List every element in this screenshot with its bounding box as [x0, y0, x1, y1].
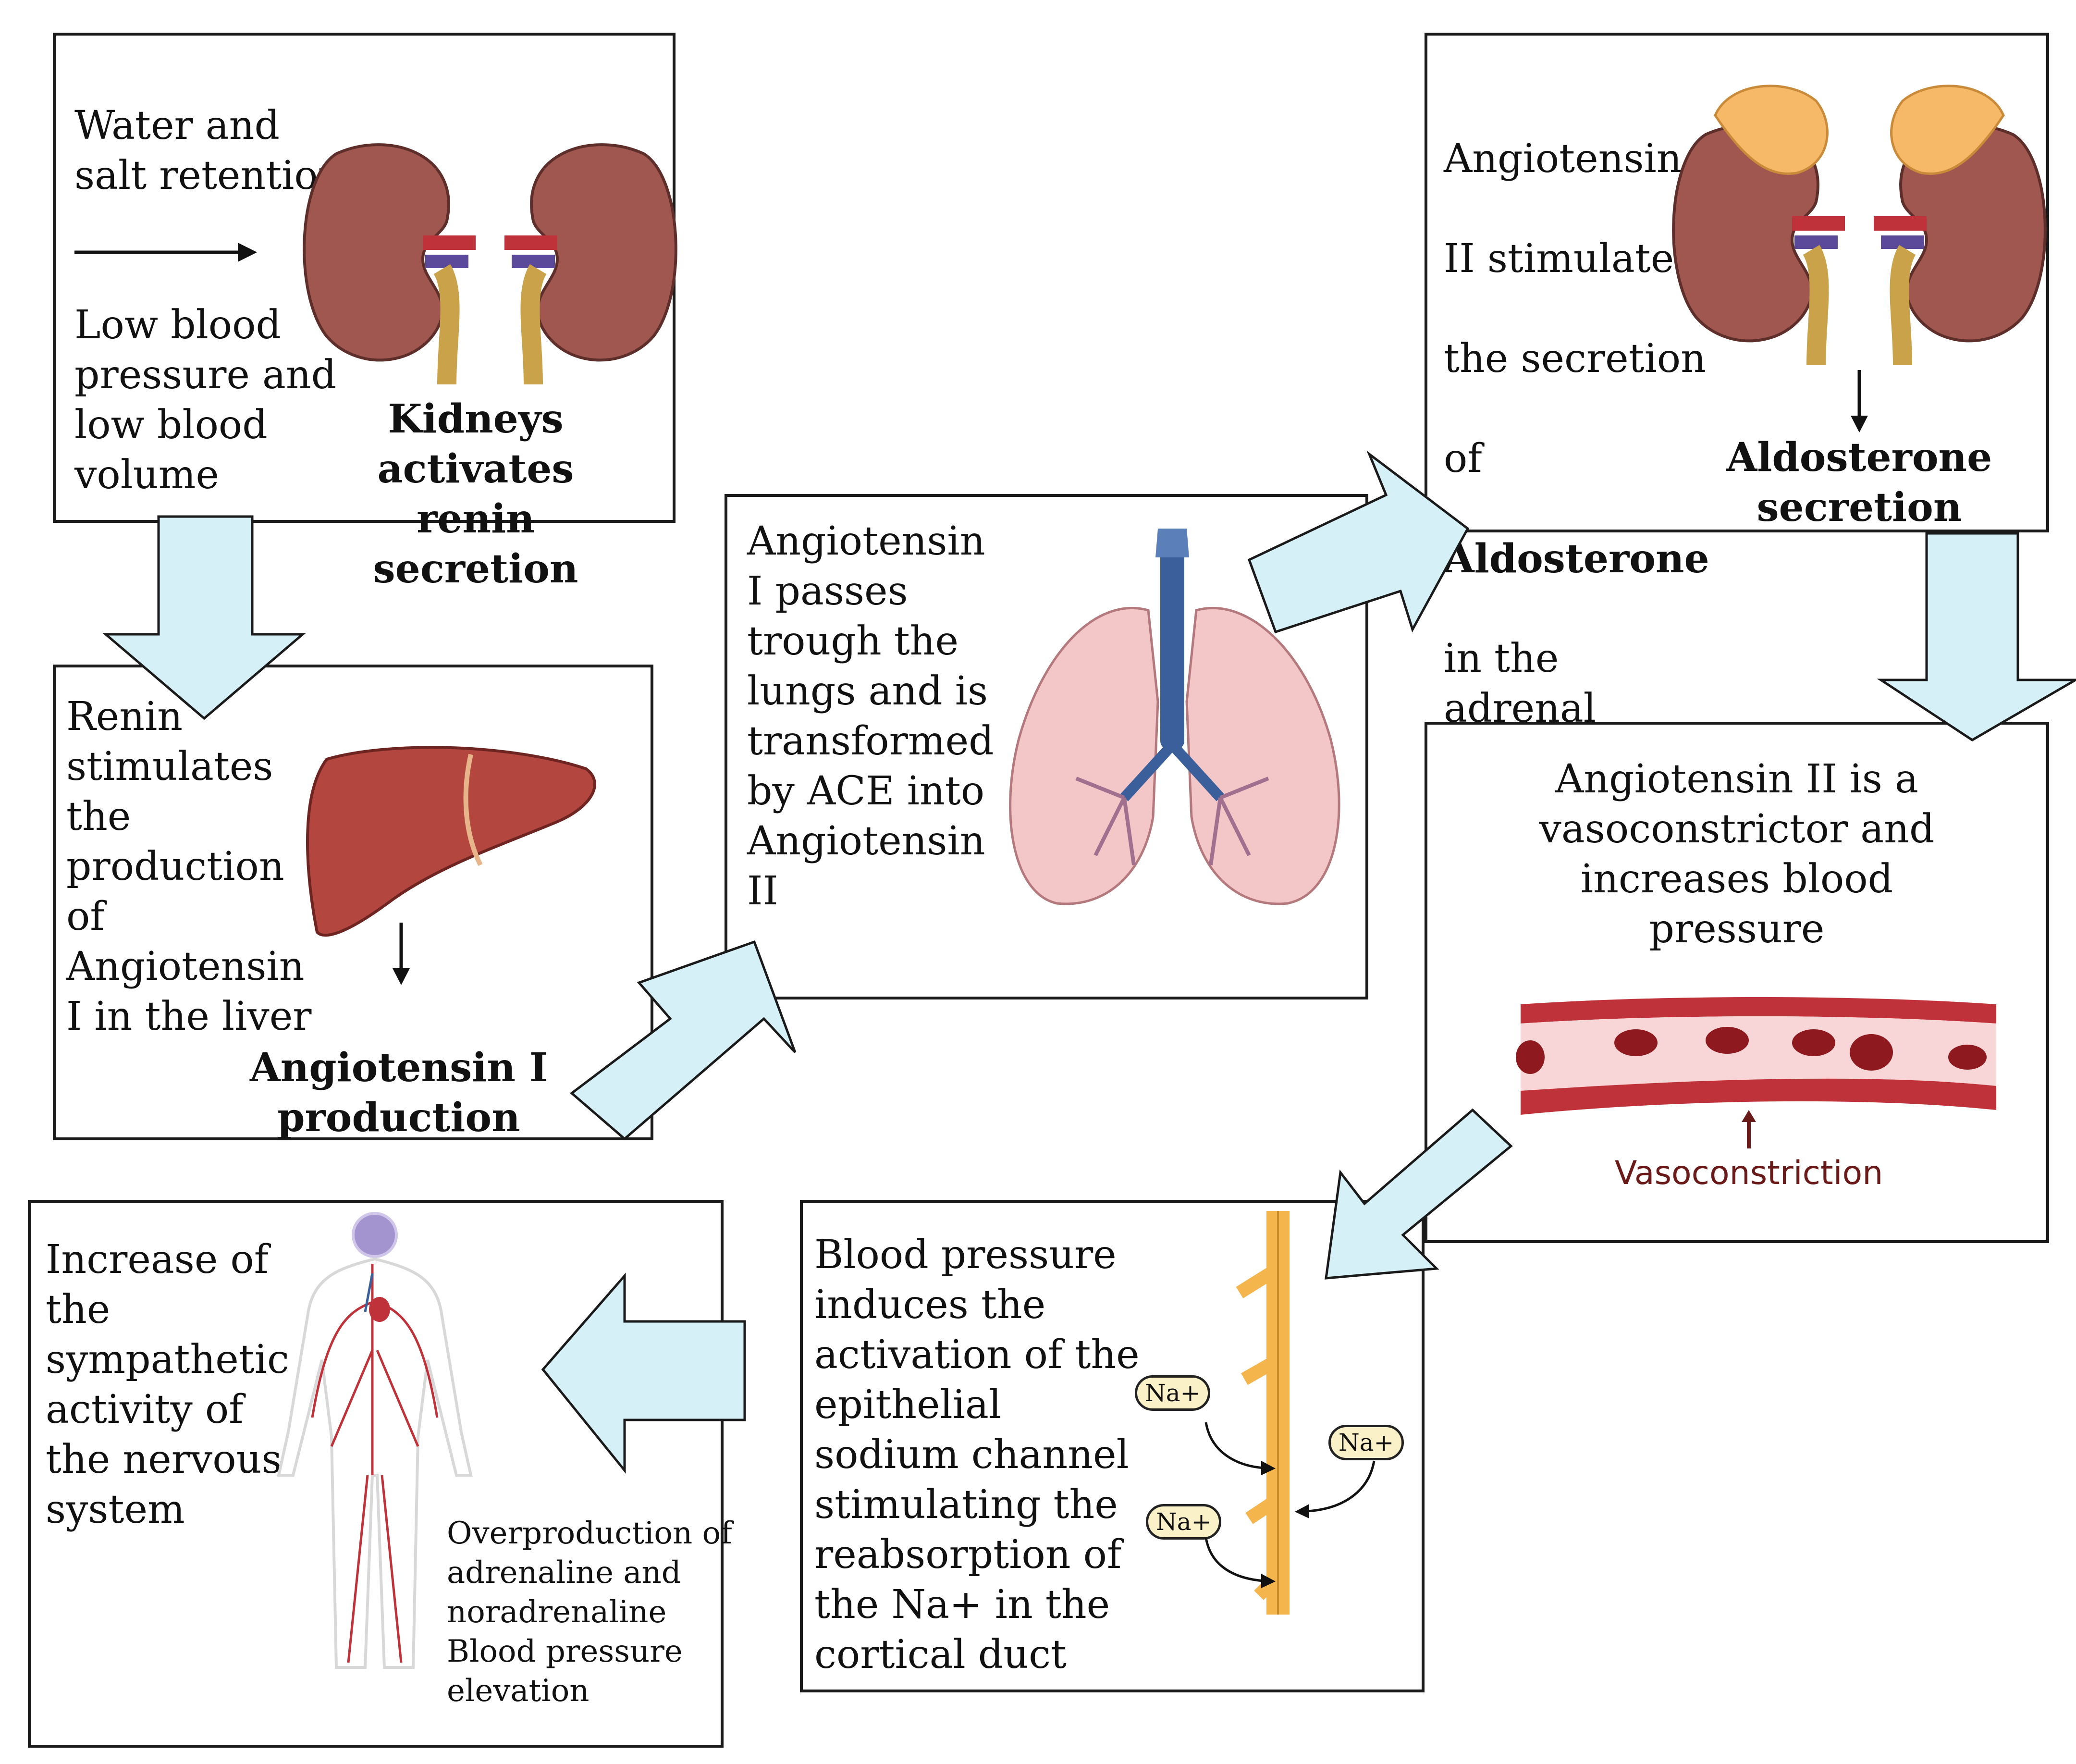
lungs-icon: [1009, 529, 1340, 905]
sodium-box: [800, 1200, 1425, 1692]
flow-arrow-kidneys-to-liver: [102, 515, 306, 720]
low-blood-pressure-text: Low blood pressure and low blood volume: [74, 302, 337, 498]
water-salt-text: Water and salt retention: [74, 103, 344, 198]
adrenal-line-3: the secretion: [1444, 336, 1706, 382]
flow-arrow-sodium-to-nervous: [541, 1272, 746, 1474]
sodium-ion-2: Na+: [1328, 1425, 1404, 1460]
cortical-duct-icon: [1236, 1211, 1290, 1615]
adrenal-line-4: of: [1444, 436, 1482, 481]
sodium-ion-3: Na+: [1146, 1504, 1222, 1540]
liver-icon: [306, 746, 596, 937]
vasoconstriction-label: Vasoconstriction: [1614, 1154, 1883, 1192]
kidneys-caption: Kidneys activates renin secretion: [373, 396, 578, 592]
flow-arrow-adrenal-to-vessel: [1877, 532, 2076, 741]
flow-arrow-lungs-to-adrenal: [1247, 450, 1470, 634]
up-arrow-icon: [1742, 1110, 1756, 1148]
nervous-text: Increase of the sympathetic activity of …: [46, 1237, 289, 1532]
adrenaline-caption: Overproduction of adrenaline and noradre…: [447, 1516, 732, 1709]
down-arrow-icon: [393, 923, 410, 985]
adrenal-down-arrow-icon: [1851, 370, 1868, 432]
sodium-ion-1: Na+: [1135, 1375, 1211, 1411]
adrenal-text: Angiotensin II stimulates the secretion …: [1444, 84, 1709, 834]
aldosterone-bold: Aldosterone: [1444, 536, 1709, 582]
adrenal-line-1: Angiotensin: [1444, 136, 1682, 182]
ion-arrows-icon: [1204, 1422, 1376, 1588]
vasoconstriction-box: [1425, 722, 2049, 1243]
aldosterone-caption: Aldosterone secretion: [1726, 434, 1992, 530]
renin-text: Renin stimulates the production of Angio…: [66, 694, 312, 1039]
sodium-text: Blood pressure induces the activation of…: [814, 1232, 1140, 1678]
human-body-icon: [277, 1212, 473, 1669]
lungs-text: Angiotensin I passes trough the lungs an…: [747, 518, 994, 914]
blood-vessel-icon: [1516, 997, 1996, 1115]
kidneys-icon: [303, 143, 677, 385]
flow-arrow-liver-to-lungs: [570, 940, 797, 1141]
adrenal-kidneys-icon: [1672, 85, 2047, 366]
right-arrow-icon: [74, 243, 257, 262]
flow-arrow-vessel-to-sodium: [1325, 1108, 1513, 1280]
adrenal-line-2: II stimulates: [1444, 236, 1695, 282]
vasoconstrictor-text: Angiotensin II is a vasoconstrictor and …: [1539, 756, 1935, 952]
liver-caption: Angiotensin I production: [250, 1045, 548, 1141]
